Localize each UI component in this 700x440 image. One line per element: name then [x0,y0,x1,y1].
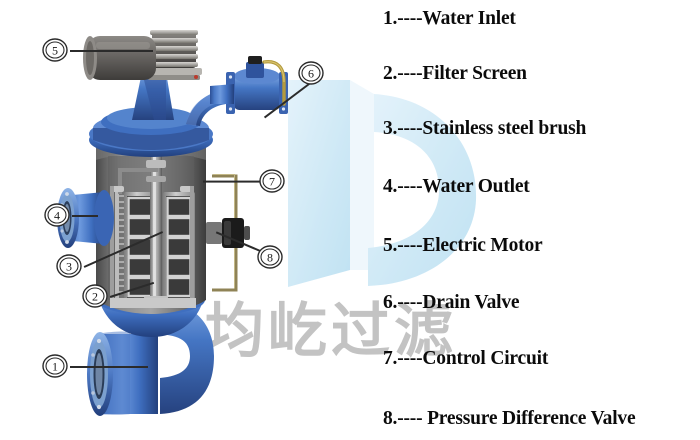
legend-item-7: 7.----Control Circuit [383,348,549,369]
callout-label-5: 5 [52,44,58,58]
callout-marker-3[interactable]: 3 [56,254,82,278]
parts-legend: 1.----Water Inlet 2.----Filter Screen 3.… [381,0,700,440]
callout-label-6: 6 [308,67,314,81]
legend-item-2: 2.----Filter Screen [383,63,527,84]
legend-item-4: 4.----Water Outlet [383,176,530,197]
stainless-steel-brush-part [115,192,124,298]
callout-label-3: 3 [66,260,72,274]
callout-marker-1[interactable]: 1 [42,354,68,378]
vessel-lid [89,107,213,157]
legend-item-5: 5.----Electric Motor [383,235,543,256]
callout-marker-7[interactable]: 7 [259,169,285,193]
callout-marker-4[interactable]: 4 [44,203,70,227]
water-inlet-part [87,300,214,416]
legend-item-3: 3.----Stainless steel brush [383,118,587,139]
drain-valve-part [210,56,288,114]
callout-label-4: 4 [54,209,60,223]
callout-label-8: 8 [267,251,273,265]
callout-marker-5[interactable]: 5 [42,38,68,62]
filter-assembly-illustration [57,30,288,416]
callout-label-2: 2 [92,290,98,304]
callout-marker-8[interactable]: 8 [257,245,283,269]
legend-item-6: 6.----Drain Valve [383,292,520,313]
callout-marker-2[interactable]: 2 [82,284,108,308]
leader-line-1 [70,366,148,368]
leader-line-5 [70,50,153,52]
leader-line-4 [72,215,98,217]
legend-item-1: 1.----Water Inlet [383,8,516,29]
filter-screen-part [124,192,195,302]
electric-motor-part [83,30,202,80]
legend-item-8: 8.---- Pressure Difference Valve [383,408,636,429]
control-circuit-highlight [213,174,235,289]
callout-marker-6[interactable]: 6 [298,61,324,85]
leader-line-7 [203,181,266,183]
callout-label-7: 7 [269,175,275,189]
callout-label-1: 1 [52,360,58,374]
filter-internals [110,144,196,308]
